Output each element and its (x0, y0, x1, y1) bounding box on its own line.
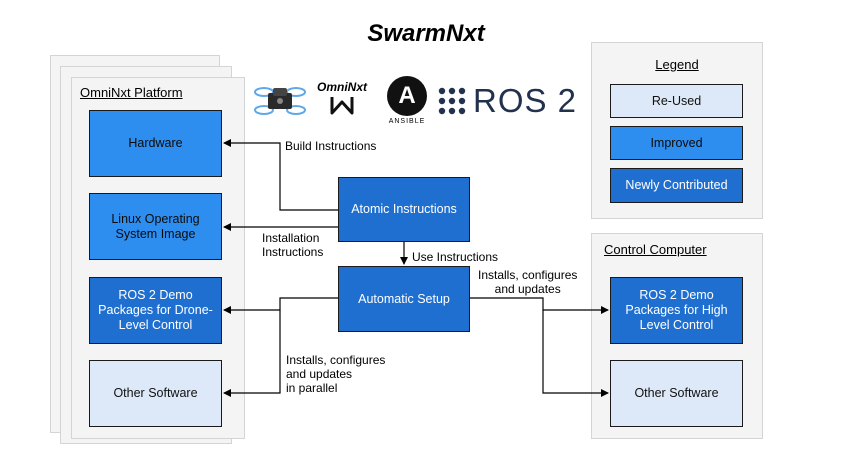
linux-os-image-box: Linux Operating System Image (89, 193, 222, 260)
ansible-circle: A (387, 76, 427, 116)
installs-left-line2: and updates (286, 367, 353, 381)
setup-to-high-level-arrow (470, 297, 609, 314)
ros2-high-level-box: ROS 2 Demo Packages for High Level Contr… (610, 277, 743, 344)
build-instructions-arrow (223, 139, 338, 211)
hardware-box: Hardware (89, 110, 222, 177)
omninxt-logo-text: OmniNxt (316, 80, 367, 94)
ansible-text: ANSIBLE (388, 118, 426, 125)
build-instructions-label: Build Instructions (285, 139, 377, 153)
atomic-instructions-box: Atomic Instructions (338, 177, 470, 242)
ros2-logo: ROS 2 (437, 82, 579, 120)
diagram-title: SwarmNxt (367, 20, 485, 47)
installation-instructions-label: Installation Instructions (262, 231, 323, 259)
legend-title: Legend (655, 57, 699, 72)
legend-item-improved: Improved (610, 126, 743, 160)
ansible-logo: A ANSIBLE (380, 76, 434, 132)
legend-item-newly-contributed: Newly Contributed (610, 168, 743, 203)
installation-label-line1: Installation (262, 231, 320, 245)
automatic-setup-box: Automatic Setup (338, 266, 470, 332)
ros2-drone-level-box: ROS 2 Demo Packages for Drone-Level Cont… (89, 277, 222, 344)
omninxt-panel-label: OmniNxt Platform (80, 85, 183, 100)
setup-to-drone-level-arrow (223, 297, 338, 314)
installs-right-line2: and updates (494, 282, 561, 296)
use-instructions-label: Use Instructions (412, 250, 499, 264)
drone-logo (254, 80, 306, 122)
omninxt-other-software-box: Other Software (89, 360, 222, 427)
installation-label-line2: Instructions (262, 245, 324, 259)
installs-left-line1: Installs, configures (286, 353, 386, 367)
ros2-dots-icon (438, 87, 466, 115)
ansible-letter: A (398, 82, 416, 109)
installs-right-label: Installs, configures and updates (478, 268, 577, 296)
legend-item-reused: Re-Used (610, 84, 743, 118)
omninxt-logo-mark (330, 97, 354, 115)
control-computer-panel-label: Control Computer (604, 242, 707, 257)
ros2-logo-text: ROS 2 (473, 82, 578, 119)
installs-right-line1: Installs, configures (478, 268, 578, 282)
setup-to-onboard-other-arrow (223, 310, 281, 397)
setup-to-control-other-arrow (542, 310, 609, 397)
control-other-software-box: Other Software (610, 360, 743, 427)
omninxt-logo: OmniNxt (310, 80, 374, 120)
installs-left-label: Installs, configures and updates in para… (286, 353, 385, 395)
installs-left-line3: in parallel (286, 381, 338, 395)
